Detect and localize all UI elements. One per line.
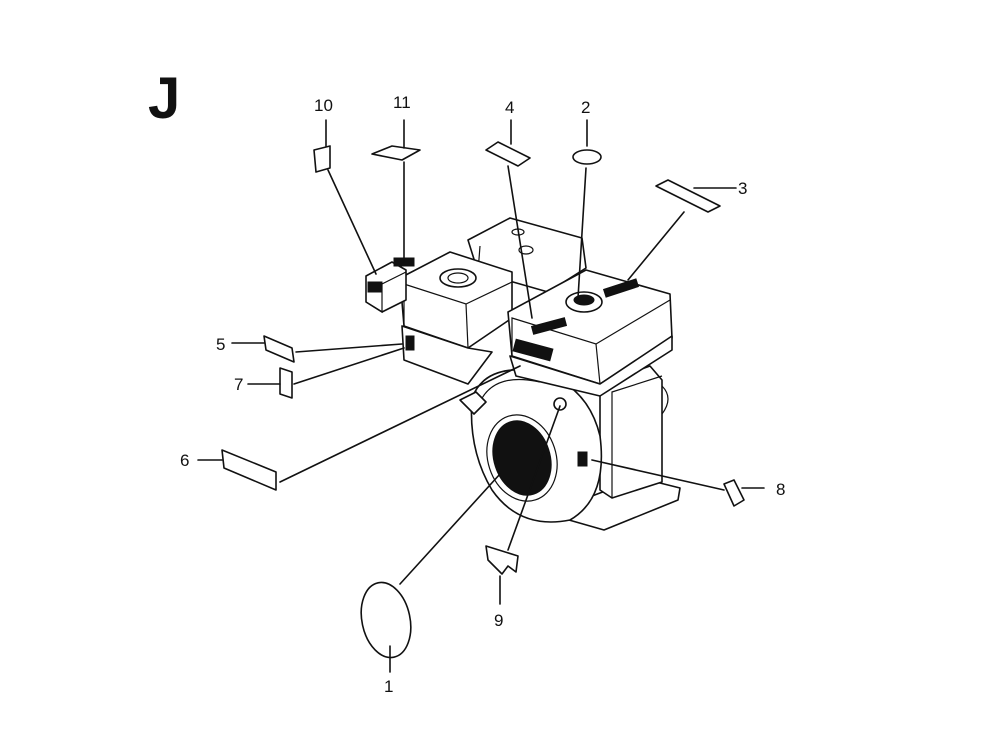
callout-11: 11 xyxy=(393,93,411,112)
callout-4: 4 xyxy=(505,98,514,117)
section-letter: J xyxy=(148,66,180,131)
loose-parts xyxy=(221,141,745,659)
part-6-label xyxy=(221,449,277,491)
part-10-label xyxy=(313,145,331,173)
callout-8: 8 xyxy=(776,480,785,499)
callout-9: 9 xyxy=(494,611,503,630)
part-9-label xyxy=(485,545,519,575)
part-8-label xyxy=(723,479,745,507)
leader-lines xyxy=(197,119,765,673)
callout-6: 6 xyxy=(180,451,189,470)
part-7-label xyxy=(279,367,293,399)
part-4-label xyxy=(485,141,531,167)
part-3-label xyxy=(655,179,721,213)
callout-10: 10 xyxy=(314,96,333,115)
part-2-oval-label xyxy=(572,149,602,165)
callout-2: 2 xyxy=(581,98,590,117)
part-11-label xyxy=(371,145,421,161)
callout-3: 3 xyxy=(738,179,747,198)
engine-illustration xyxy=(365,217,681,531)
callout-1: 1 xyxy=(384,677,393,696)
callout-5: 5 xyxy=(216,335,225,354)
part-5-label xyxy=(263,335,295,363)
callout-7: 7 xyxy=(234,375,243,394)
part-1-round-label xyxy=(360,581,412,659)
callout-numbers: 1 2 3 4 5 6 7 8 9 10 11 xyxy=(180,93,785,696)
